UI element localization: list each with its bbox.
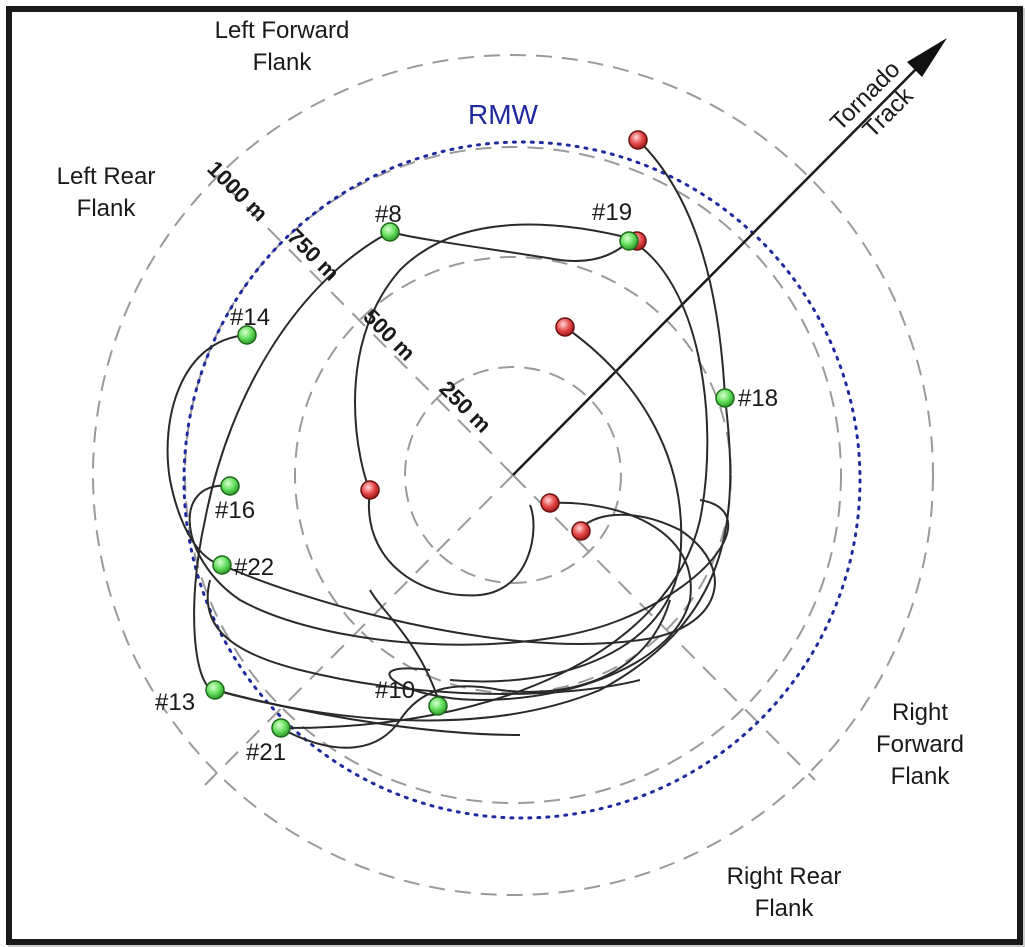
start-marker	[555, 317, 575, 337]
quadrant-lines	[204, 174, 816, 786]
start-marker	[571, 521, 591, 541]
probe-10-marker[interactable]	[428, 696, 448, 716]
trajectory-21	[279, 599, 671, 749]
flank-left-forward-line2: Flank	[253, 49, 313, 76]
trajectory-inner	[388, 501, 692, 702]
probe-13-marker[interactable]	[205, 680, 225, 700]
ring-label-500: 500 m	[358, 304, 420, 366]
probe-label-14: #14	[230, 304, 270, 331]
quadrant-line-sw	[204, 474, 514, 786]
rmw-circle	[182, 140, 862, 820]
tornado-track-arrow	[512, 38, 947, 476]
probe-label-10: #10	[375, 677, 415, 704]
probe-19-marker[interactable]	[619, 231, 639, 251]
probe-label-18: #18	[738, 385, 778, 412]
arrow-head-icon	[907, 38, 947, 77]
trajectory-8	[193, 231, 391, 691]
flank-right-forward-line2: Forward	[876, 731, 964, 758]
probe-8-marker[interactable]	[380, 222, 400, 242]
trajectory-center	[449, 326, 683, 683]
rmw-label: RMW	[468, 99, 539, 130]
probe-label-21: #21	[246, 739, 286, 766]
ring-labels: 1000 m 750 m 500 m 250 m	[202, 156, 496, 438]
quadrant-line-nw	[214, 174, 514, 476]
ring-750	[184, 146, 842, 804]
start-markers	[360, 130, 648, 541]
trajectory-loop	[367, 489, 535, 597]
probe-21-marker[interactable]	[271, 718, 291, 738]
flank-right-forward-line3: Flank	[891, 763, 951, 790]
probe-labels: #8 #19 #14 #18 #16 #22 #13 #10 #21	[155, 199, 778, 766]
probe-label-8: #8	[375, 201, 402, 228]
probe-16-marker[interactable]	[220, 476, 240, 496]
probe-22-marker[interactable]	[212, 555, 232, 575]
ring-1000	[92, 54, 934, 896]
flank-labels: Left Forward Flank Left Rear Flank Right…	[57, 17, 964, 922]
flank-left-rear-line2: Flank	[77, 195, 137, 222]
flank-right-forward-line1: Right	[892, 699, 948, 726]
trajectory-loop3	[389, 231, 631, 262]
trajectory-22	[221, 513, 716, 645]
flank-left-rear-line1: Left Rear	[57, 163, 156, 190]
trajectory-19b	[279, 239, 709, 730]
start-marker	[540, 493, 560, 513]
trajectory-19	[354, 223, 638, 491]
trajectories	[166, 139, 732, 749]
probe-label-13: #13	[155, 689, 195, 716]
trajectory-13	[214, 689, 521, 736]
start-marker	[628, 130, 648, 150]
trajectory-14	[166, 334, 248, 566]
quadrant-line-se	[512, 474, 816, 781]
ring-label-750: 750 m	[282, 224, 344, 286]
flank-right-rear-line2: Flank	[755, 895, 815, 922]
flank-left-forward-line1: Left Forward	[215, 17, 350, 44]
start-marker	[360, 480, 380, 500]
probe-label-16: #16	[215, 497, 255, 524]
probe-label-22: #22	[234, 554, 274, 581]
ring-250	[404, 366, 622, 584]
probe-label-19: #19	[592, 199, 632, 226]
end-markers	[205, 222, 735, 738]
trajectory-10	[369, 589, 441, 706]
tornado-track-label: Tornado Track	[825, 56, 919, 143]
ring-label-1000: 1000 m	[202, 156, 272, 226]
flank-right-rear-line1: Right Rear	[727, 863, 842, 890]
trajectory-18	[214, 139, 732, 722]
probe-18-marker[interactable]	[715, 388, 735, 408]
trajectory-loop2	[206, 579, 641, 695]
trajectory-16	[188, 484, 730, 646]
probe-14-marker[interactable]	[237, 325, 257, 345]
